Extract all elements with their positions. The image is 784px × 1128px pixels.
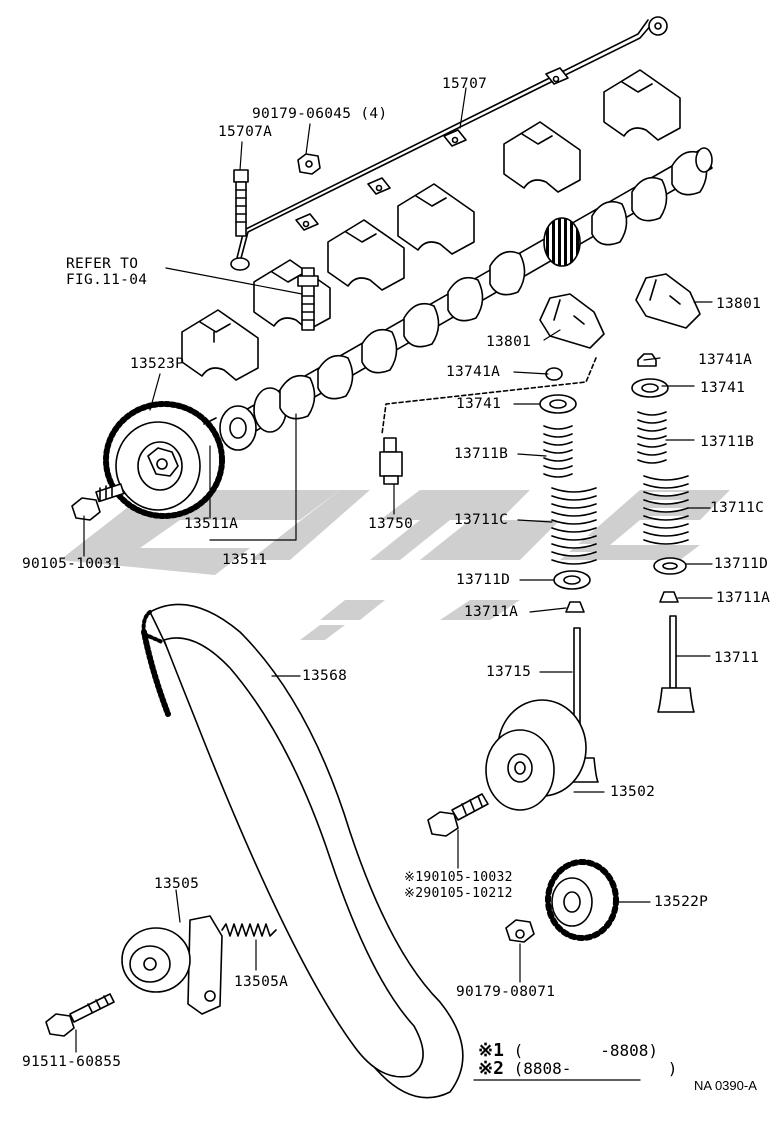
idler-pulley (485, 699, 587, 811)
timing-belt-tensioner (121, 915, 223, 1015)
tension-spring (221, 923, 277, 937)
timing-belt (141, 603, 464, 1099)
label-13801-right: 13801 (716, 296, 762, 312)
label-13711C-left: 13711C (454, 512, 509, 528)
label-13711D-left: 13711D (456, 572, 511, 588)
label-13711B-right: 13711B (700, 434, 755, 450)
valve-lifter-13801 (539, 273, 701, 349)
lash-adjuster (379, 437, 403, 485)
label-13711D-right: 13711D (714, 556, 769, 572)
legend-row-2: ※2 (8808- ) (478, 1060, 677, 1078)
label-13801-left: 13801 (486, 334, 532, 350)
label-13741-left: 13741 (456, 396, 502, 412)
label-13523P: 13523P (130, 356, 185, 372)
knock-pin (203, 417, 217, 425)
label-13711B-left: 13711B (454, 446, 509, 462)
label-90105-10032: ※190105-10032 (404, 870, 513, 885)
legend-range-1: ( -8808) (513, 1041, 659, 1060)
refer-note-line1: REFER TO (66, 256, 139, 272)
label-13711A-right: 13711A (716, 590, 771, 606)
label-13502: 13502 (610, 784, 656, 800)
label-13711A-left: 13711A (464, 604, 519, 620)
tensioner-bolt (45, 993, 115, 1037)
label-15707: 15707 (442, 76, 488, 92)
camshaft-timing-pulley (103, 401, 225, 519)
label-13568: 13568 (302, 668, 348, 684)
label-13505A: 13505A (234, 974, 289, 990)
label-90105-10212: ※290105-10212 (404, 886, 513, 901)
nut-90179-06045 (297, 153, 321, 175)
legend-mark-1: ※1 (478, 1040, 504, 1061)
label-90105-10031: 90105-10031 (22, 556, 122, 572)
legend-range-2: (8808- ) (513, 1059, 678, 1078)
legend-row-1: ※1 ( -8808) (478, 1042, 658, 1060)
label-15707A: 15707A (218, 124, 273, 140)
union-bolt-15707A (233, 169, 249, 237)
label-91511-60855: 91511-60855 (22, 1054, 122, 1070)
oil-delivery-pipe (230, 16, 668, 271)
legend-mark-2: ※2 (478, 1058, 504, 1079)
label-13711: 13711 (714, 650, 760, 666)
label-90179-08071: 90179-08071 (456, 984, 556, 1000)
leader-lines (75, 87, 713, 1053)
label-13741A-left: 13741A (446, 364, 501, 380)
nut-90179-08071 (505, 919, 535, 943)
label-13741-right: 13741 (700, 380, 746, 396)
label-13511A: 13511A (184, 516, 239, 532)
valve-assembly-right (631, 353, 695, 713)
idler-bolt (427, 793, 489, 837)
label-13741A-right: 13741A (698, 352, 753, 368)
crankshaft-timing-pulley (545, 859, 619, 941)
cap-stud-bolt (297, 267, 319, 331)
label-13750: 13750 (368, 516, 414, 532)
label-13715: 13715 (486, 664, 532, 680)
label-13505: 13505 (154, 876, 200, 892)
watermark-logo (60, 490, 730, 640)
pulley-bolt (71, 483, 125, 521)
refer-note-line2: FIG.11-04 (66, 272, 148, 288)
label-13522P: 13522P (654, 894, 709, 910)
label-13711C-right: 13711C (710, 500, 765, 516)
figure-code: NA 0390-A (694, 1078, 757, 1093)
camshaft (219, 147, 713, 451)
label-90179-06045: 90179-06045 (4) (252, 106, 388, 122)
label-13511: 13511 (222, 552, 268, 568)
valve-assembly-left (539, 367, 599, 783)
